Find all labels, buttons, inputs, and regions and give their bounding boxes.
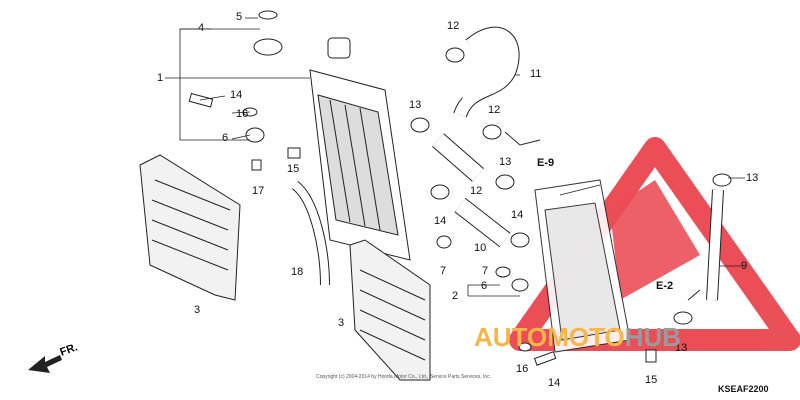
watermark-text: AUTOMOTOHUB [474, 322, 681, 353]
callout-4: 4 [198, 22, 205, 34]
reference-e9[interactable]: E-9 [537, 157, 555, 169]
callout-5: 5 [236, 11, 243, 23]
callout-8: 9 [741, 260, 748, 272]
leader-lines [165, 17, 745, 297]
callout-10: 11 [530, 68, 542, 80]
callout-11: 12 [470, 185, 483, 197]
copyright-text: Copyright (c) 2004-2014 by Honda Motor C… [316, 374, 492, 380]
diagram-code: KSEAF2200 [718, 384, 769, 394]
callout-13c: 14 [434, 215, 447, 227]
right-radiator [534, 179, 631, 353]
callout-13a: 13 [409, 99, 422, 111]
callout-7b: 7 [482, 265, 489, 277]
callout-15a: 15 [287, 163, 300, 175]
callout-12c: 13 [746, 172, 759, 184]
callout-14a: 14 [230, 89, 243, 101]
callout-7a: 7 [440, 265, 447, 277]
callout-2: 2 [452, 290, 459, 302]
callout-6b: 6 [481, 280, 488, 292]
breather-tube-18 [291, 181, 330, 286]
callout-1: 1 [157, 72, 164, 84]
reference-arrows [504, 131, 701, 301]
callout-9: 10 [474, 242, 487, 254]
callout-12b: 12 [488, 104, 501, 116]
hose-10 [453, 26, 520, 118]
left-shroud [139, 154, 241, 301]
callout-3a: 3 [194, 304, 201, 316]
callout-13b: 13 [499, 156, 512, 168]
callout-13d: 14 [511, 209, 524, 221]
callout-3b: 3 [338, 317, 345, 329]
callout-14b: 14 [548, 377, 561, 389]
hose-8 [706, 189, 724, 301]
hose-9 [454, 197, 511, 248]
right-shroud [349, 239, 431, 381]
callout-12d: 13 [675, 342, 688, 354]
reference-e2[interactable]: E-2 [656, 280, 674, 292]
callout-16b: 16 [516, 363, 529, 375]
callout-16a: 16 [236, 108, 249, 120]
watermark-text-part1: AUTOMOTO [474, 322, 625, 352]
callout-17: 17 [252, 185, 265, 197]
callout-6a: 6 [222, 132, 229, 144]
callout-15b: 15 [645, 374, 658, 386]
callout-12a: 12 [447, 20, 460, 32]
hose-11 [432, 133, 484, 182]
front-direction-arrow [28, 355, 62, 373]
hardware [188, 47, 732, 366]
watermark-text-part2: HUB [624, 322, 682, 352]
callout-18: 18 [291, 266, 304, 278]
left-radiator [253, 10, 411, 261]
